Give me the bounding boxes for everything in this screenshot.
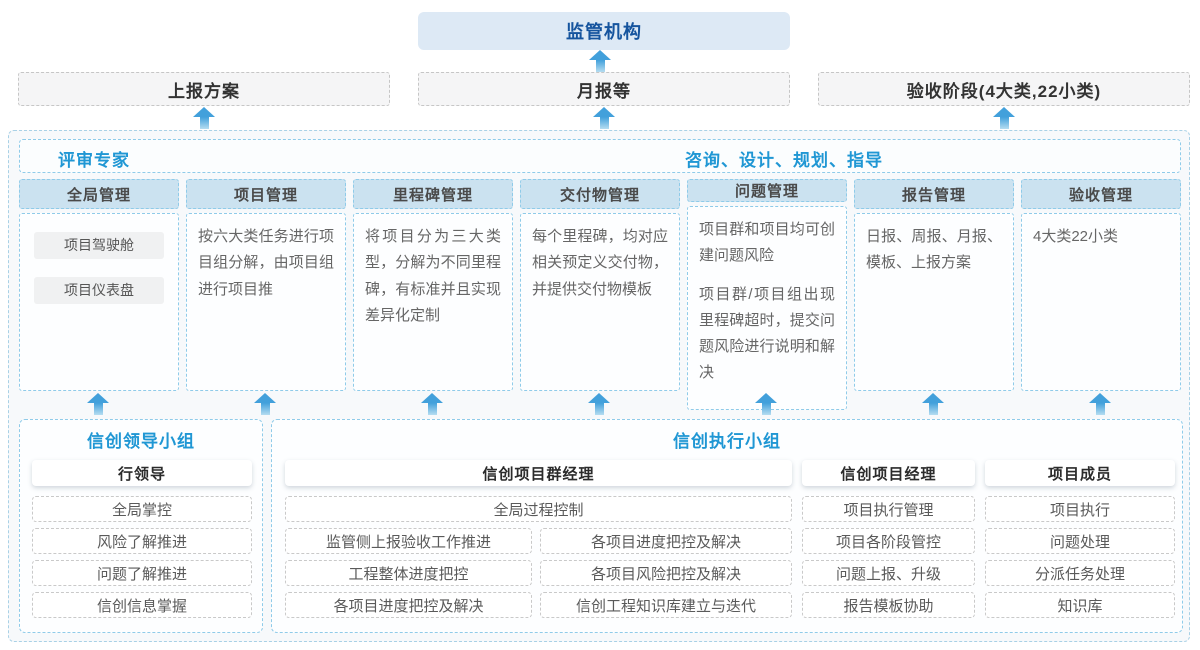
task-item: 信创工程知识库建立与迭代 [540,592,792,618]
column-header: 项目管理 [186,179,346,209]
task-item: 全局过程控制 [285,496,792,522]
up-arrow-icon [922,393,944,415]
review-experts-label: 评审专家 [58,151,130,170]
platform-container: 评审专家 咨询、设计、规划、指导 全局管理 项目驾驶舱 项目仪表盘 项目管理 按… [8,130,1190,642]
up-arrow-icon [87,393,109,415]
column-paragraph: 日报、周报、月报、模板、上报方案 [866,228,1002,272]
column-paragraph: 项目群/项目组出现里程碑超时，提交问题风险进行说明和解决 [699,285,835,382]
column-header: 报告管理 [854,179,1014,209]
advisor-bar: 评审专家 咨询、设计、规划、指导 [19,139,1181,173]
role-project-manager: 信创项目经理 [802,460,975,486]
column-acceptance-management: 验收管理 4大类22小类 [1021,179,1181,391]
leadership-group-title: 信创领导小组 [87,432,195,451]
column-header: 交付物管理 [520,179,680,209]
consulting-design-label: 咨询、设计、规划、指导 [685,151,883,170]
task-item: 风险了解推进 [32,528,252,554]
task-item: 信创信息掌握 [32,592,252,618]
column-paragraph: 4大类22小类 [1033,228,1119,245]
up-arrow-icon [421,393,443,415]
column-paragraph: 按六大类任务进行项目组分解，由项目组进行项目推 [198,228,334,298]
column-milestone-management: 里程碑管理 将项目分为三大类型，分解为不同里程碑，有标准并且实现差异化定制 [353,179,513,391]
column-deliverable-management: 交付物管理 每个里程碑，均对应相关预定义交付物，并提供交付物模板 [520,179,680,391]
column-project-management: 项目管理 按六大类任务进行项目组分解，由项目组进行项目推 [186,179,346,391]
column-body: 每个里程碑，均对应相关预定义交付物，并提供交付物模板 [520,213,680,391]
column-body: 4大类22小类 [1021,213,1181,391]
up-arrow-icon [588,393,610,415]
task-item: 问题了解推进 [32,560,252,586]
up-arrow-icon [1089,393,1111,415]
column-body: 按六大类任务进行项目组分解，由项目组进行项目推 [186,213,346,391]
column-issue-management: 问题管理 项目群和项目均可创建问题风险 项目群/项目组出现里程碑超时，提交问题风… [687,179,847,410]
column-report-management: 报告管理 日报、周报、月报、模板、上报方案 [854,179,1014,391]
channel-box-monthly-report: 月报等 [418,72,790,106]
column-paragraph: 项目群和项目均可创建问题风险 [699,221,835,265]
execution-group-title: 信创执行小组 [673,432,781,451]
column-paragraph: 将项目分为三大类型，分解为不同里程碑，有标准并且实现差异化定制 [365,228,501,324]
up-arrow-icon [589,50,611,72]
role-program-manager: 信创项目群经理 [285,460,792,486]
task-item: 各项目进度把控及解决 [540,528,792,554]
column-body: 项目驾驶舱 项目仪表盘 [19,213,179,391]
column-body: 日报、周报、月报、模板、上报方案 [854,213,1014,391]
column-paragraph: 每个里程碑，均对应相关预定义交付物，并提供交付物模板 [532,228,668,298]
execution-group: 信创执行小组 信创项目群经理 全局过程控制 监管侧上报验收工作推进 工程整体进度… [271,419,1183,633]
channel-box-acceptance-stage: 验收阶段(4大类,22小类) [818,72,1190,106]
channel-box-report-plan: 上报方案 [18,72,390,106]
task-item: 问题处理 [985,528,1175,554]
up-arrow-icon [254,393,276,415]
column-body: 将项目分为三大类型，分解为不同里程碑，有标准并且实现差异化定制 [353,213,513,391]
task-item: 各项目风险把控及解决 [540,560,792,586]
column-header: 里程碑管理 [353,179,513,209]
up-arrow-icon [993,107,1015,129]
task-item: 工程整体进度把控 [285,560,532,586]
task-item: 报告模板协助 [802,592,975,618]
task-item: 项目执行 [985,496,1175,522]
column-header: 验收管理 [1021,179,1181,209]
module-columns: 全局管理 项目驾驶舱 项目仪表盘 项目管理 按六大类任务进行项目组分解，由项目组… [19,179,1181,410]
leadership-group: 信创领导小组 行领导 全局掌控 风险了解推进 问题了解推进 信创信息掌握 [19,419,263,633]
role-bank-leader: 行领导 [32,460,252,486]
up-arrow-icon [593,107,615,129]
task-item: 项目各阶段管控 [802,528,975,554]
column-global-management: 全局管理 项目驾驶舱 项目仪表盘 [19,179,179,391]
task-item: 项目执行管理 [802,496,975,522]
up-arrow-icon [193,107,215,129]
task-item: 问题上报、升级 [802,560,975,586]
role-project-member: 项目成员 [985,460,1175,486]
task-item: 监管侧上报验收工作推进 [285,528,532,554]
task-item: 各项目进度把控及解决 [285,592,532,618]
chip-project-cockpit: 项目驾驶舱 [34,232,164,259]
task-item: 知识库 [985,592,1175,618]
column-header: 全局管理 [19,179,179,209]
chip-project-dashboard: 项目仪表盘 [34,277,164,304]
up-arrow-icon [755,393,777,415]
task-item: 全局掌控 [32,496,252,522]
regulator-box: 监管机构 [418,12,790,50]
task-item: 分派任务处理 [985,560,1175,586]
column-body: 项目群和项目均可创建问题风险 项目群/项目组出现里程碑超时，提交问题风险进行说明… [687,206,847,410]
column-header: 问题管理 [687,179,847,202]
